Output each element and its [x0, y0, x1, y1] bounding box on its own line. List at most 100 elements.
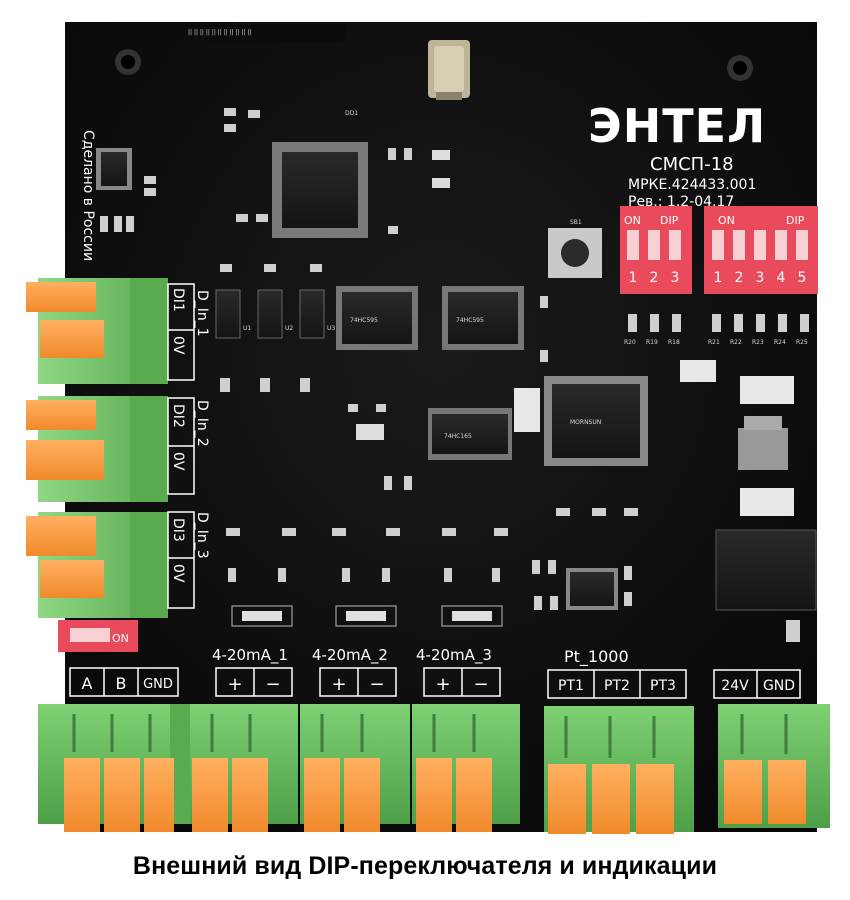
digital-input-connector-2[interactable]: [26, 396, 195, 502]
svg-text:GND: GND: [143, 677, 173, 692]
digital-input-connector-3[interactable]: [26, 511, 195, 618]
svg-text:1: 1: [629, 270, 638, 286]
analog-2-connector[interactable]: [300, 704, 410, 832]
svg-text:74HC595: 74HC595: [456, 317, 484, 324]
brand-logo: ЭНТЕЛ: [588, 99, 766, 153]
model-label: СМСП-18: [650, 154, 734, 175]
circuit-board-photo: || || || || || || || || || || || ЭНТЕЛ С…: [26, 22, 830, 834]
svg-text:U1: U1: [243, 325, 251, 332]
svg-text:PT3: PT3: [650, 678, 676, 694]
svg-text:24V: 24V: [721, 678, 749, 694]
svg-text:R22: R22: [730, 339, 742, 346]
svg-text:R21: R21: [708, 339, 720, 346]
dcdc-converter-da3: MORNSUN: [544, 376, 648, 466]
di3-label: DI3: [170, 518, 186, 542]
analog-terminal-labels: + − + − + −: [215, 667, 501, 697]
resistors-r18-r25: R20 R19 R18 R21 R22 R23 R24 R25: [624, 314, 809, 346]
svg-text:+: +: [331, 674, 346, 695]
rs485-connector[interactable]: [38, 704, 190, 832]
svg-text:74HC165: 74HC165: [444, 433, 472, 440]
svg-text:DIP: DIP: [786, 214, 805, 227]
ic-dd3: 74HC595: [442, 286, 524, 350]
dip-switch-5[interactable]: ON DIP 1 2 3 4 5: [704, 206, 818, 294]
analog-1-connector[interactable]: [190, 704, 298, 832]
svg-text:−: −: [369, 674, 384, 695]
svg-text:5: 5: [798, 270, 807, 286]
smd-components: [100, 108, 800, 642]
svg-text:DD1: DD1: [345, 110, 358, 117]
svg-text:R25: R25: [796, 339, 808, 346]
di2-0v-label: 0V: [170, 452, 186, 471]
svg-text:ON: ON: [718, 214, 735, 227]
rs485-termination-switch[interactable]: ON: [58, 620, 138, 652]
analog-2-label: 4-20mA_2: [312, 646, 388, 665]
pt1000-terminal-labels: PT1 PT2 PT3: [547, 669, 687, 699]
regulator-da2: [738, 416, 788, 470]
mounting-hole-left: [115, 49, 141, 75]
svg-text:−: −: [473, 674, 488, 695]
d-in-2-label: D_In_2: [194, 400, 210, 447]
svg-text:+: +: [227, 674, 242, 695]
svg-text:3: 3: [671, 270, 680, 286]
svg-text:4: 4: [777, 270, 786, 286]
power-connector[interactable]: [718, 704, 830, 828]
mounting-hole-right: [727, 55, 753, 81]
svg-text:PT2: PT2: [604, 678, 630, 694]
di1-0v-label: 0V: [170, 336, 186, 355]
ic-dd4: 74HC165: [428, 408, 512, 460]
svg-text:|| || || || || || || || || ||: || || || || || || || || || || ||: [188, 29, 252, 36]
made-in-russia-label: Сделано в России: [80, 130, 96, 261]
svg-text:74HC595: 74HC595: [350, 317, 378, 324]
svg-text:PT1: PT1: [558, 678, 584, 694]
ic-dd2: 74HC595: [336, 286, 418, 350]
analog-3-label: 4-20mA_3: [416, 646, 492, 665]
svg-text:2: 2: [735, 270, 744, 286]
analog-input-resistors: [231, 605, 503, 627]
svg-text:R20: R20: [624, 339, 636, 346]
svg-text:GND: GND: [763, 678, 795, 694]
svg-text:DIP: DIP: [660, 214, 679, 227]
d-in-1-label: D_In_1: [194, 290, 210, 337]
svg-text:+: +: [435, 674, 450, 695]
ic-da1: [715, 529, 817, 611]
power-terminal-labels: 24V GND: [713, 669, 801, 699]
svg-text:2: 2: [650, 270, 659, 286]
svg-text:R18: R18: [668, 339, 680, 346]
mcu-chip-dd1: DD1: [272, 110, 368, 238]
di2-label: DI2: [170, 404, 186, 428]
caption: Внешний вид DIP-переключателя и индикаци…: [132, 852, 718, 880]
digital-input-connector-1[interactable]: [26, 278, 195, 384]
svg-text:ON: ON: [112, 632, 129, 645]
part-number-label: МРКЕ.424433.001: [628, 177, 756, 193]
analog-1-label: 4-20mA_1: [212, 646, 288, 665]
svg-text:−: −: [265, 674, 280, 695]
connector-slot-lines: [72, 714, 788, 758]
svg-text:U3: U3: [327, 325, 335, 332]
di1-label: DI1: [170, 288, 186, 312]
svg-text:R19: R19: [646, 339, 658, 346]
rs485-terminal-labels: A B GND: [69, 667, 179, 697]
optocouplers-u1-u3: U1 U2 U3: [215, 289, 335, 339]
tantalum-capacitors: [356, 360, 794, 516]
svg-text:A: A: [82, 674, 93, 693]
crystal-oscillator: [428, 40, 470, 100]
status-leds: [432, 150, 450, 188]
svg-text:MORNSUN: MORNSUN: [570, 419, 601, 426]
pt1000-label: Pt_1000: [564, 647, 629, 667]
ic-dd5: [566, 568, 618, 610]
svg-text:ON: ON: [624, 214, 641, 227]
di3-0v-label: 0V: [170, 564, 186, 583]
svg-text:R23: R23: [752, 339, 764, 346]
top-header-silkscreen: || || || || || || || || || || ||: [185, 24, 345, 42]
svg-text:1: 1: [714, 270, 723, 286]
svg-text:B: B: [116, 674, 127, 693]
push-button-sb1[interactable]: SB1: [548, 219, 602, 278]
svg-text:3: 3: [756, 270, 765, 286]
svg-text:U2: U2: [285, 325, 293, 332]
analog-3-connector[interactable]: [412, 704, 520, 832]
svg-text:R24: R24: [774, 339, 786, 346]
ic-da4: [96, 148, 132, 190]
dip-switch-3[interactable]: ON DIP 1 2 3: [620, 206, 692, 294]
pt1000-connector[interactable]: [544, 706, 694, 834]
d-in-3-label: D_In_3: [194, 512, 210, 559]
